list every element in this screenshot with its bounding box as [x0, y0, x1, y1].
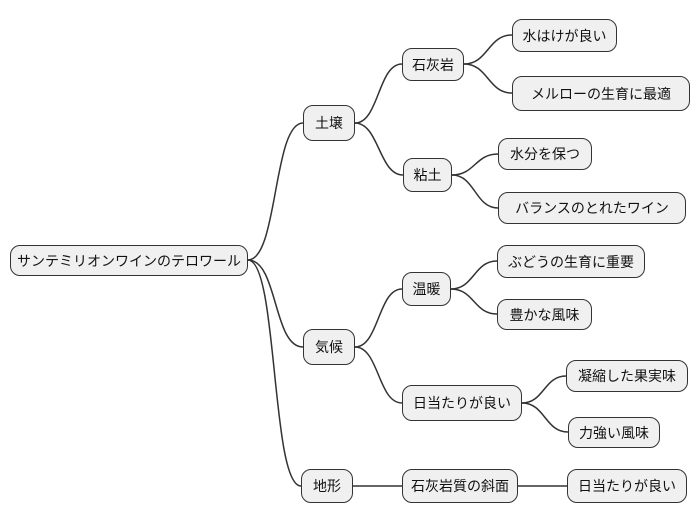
node-ideal-for-merlot: メルローの生育に最適: [512, 76, 690, 111]
node-rich-flavor: 豊かな風味: [497, 299, 592, 330]
node-good-sunlight-leaf: 日当たりが良い: [567, 469, 687, 503]
edge-root-soil: [247, 122, 304, 261]
node-grape-growth: ぶどうの生育に重要: [497, 245, 645, 278]
edge-climate-warm: [354, 288, 403, 348]
node-warm: 温暖: [402, 272, 451, 306]
edge-soil-clay: [354, 122, 404, 176]
node-retains-moisture: 水分を保つ: [498, 138, 592, 170]
node-concentrated-fruit: 凝縮した果実味: [566, 360, 688, 392]
node-limestone-slope: 石灰岩質の斜面: [402, 469, 518, 503]
edge-warm-grape: [450, 260, 498, 290]
edge-root-terrain: [247, 259, 302, 487]
node-good-sunlight: 日当たりが良い: [402, 385, 522, 421]
edge-climate-sunny: [354, 346, 403, 404]
node-balanced-wine: バランスのとれたワイン: [498, 192, 686, 224]
edge-limestone-drainage: [463, 34, 513, 65]
edge-root-climate: [247, 259, 304, 348]
edge-limestone-merlot: [463, 63, 513, 94]
node-root: サンテミリオンワインのテロワール: [10, 245, 248, 276]
node-good-drainage: 水はけが良い: [512, 19, 617, 52]
edge-clay-balanced: [451, 174, 499, 209]
edge-sunny-powerful: [521, 402, 569, 433]
node-powerful-flavor: 力強い風味: [568, 417, 660, 448]
edge-soil-limestone: [354, 63, 403, 124]
node-clay: 粘土: [403, 158, 452, 192]
node-soil: 土壌: [303, 105, 355, 141]
edge-warm-rich: [450, 288, 498, 315]
node-climate: 気候: [303, 329, 355, 365]
node-terrain: 地形: [301, 469, 353, 503]
edge-sunny-concentrated: [521, 375, 567, 404]
node-limestone: 石灰岩: [402, 48, 464, 81]
edge-clay-moisture: [451, 153, 499, 176]
